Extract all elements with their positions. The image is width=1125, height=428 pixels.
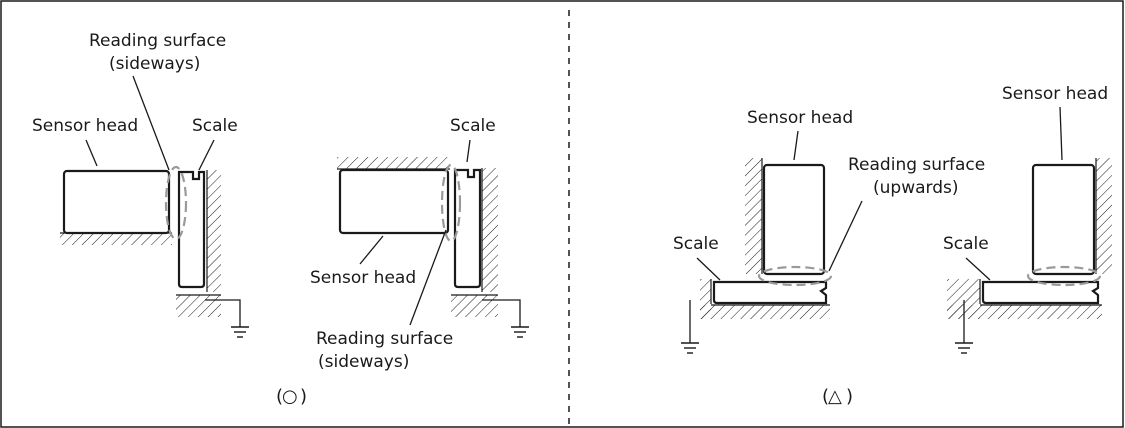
mounting-surface-hatch (745, 158, 762, 274)
diagram-4: Sensor head Scale (943, 84, 1112, 354)
svg-text:): ) (300, 386, 307, 407)
scale-body (453, 168, 482, 289)
ground-icon (511, 326, 529, 338)
reading-surface-label: Reading surface (848, 155, 985, 175)
sensor-head-label: Sensor head (1002, 84, 1108, 104)
svg-text:): ) (846, 386, 853, 407)
diagram-1: Reading surface (sideways) Sensor head S… (32, 31, 249, 338)
mounting-surface-hatch (700, 305, 830, 319)
ground-icon (681, 342, 699, 354)
sensor-head-body (762, 163, 826, 276)
ground-icon (231, 326, 249, 338)
sensor-head-body (62, 169, 171, 235)
circle-symbol: ○ (282, 386, 298, 407)
reading-surface-ellipse (440, 163, 462, 243)
diagram-3: Sensor head Reading surface (upwards) Sc… (673, 108, 985, 354)
sensor-head-body (338, 168, 450, 235)
scale-body (177, 170, 206, 289)
sensor-head-body (1031, 163, 1096, 276)
scale-body (712, 280, 828, 305)
mounting-surface-hatch (60, 233, 172, 245)
scale-label: Scale (450, 116, 496, 136)
mounting-surface-hatch (1096, 158, 1112, 274)
mounting-surface-hatch (451, 295, 498, 317)
mounting-surface-hatch (700, 279, 711, 319)
scale-label: Scale (943, 234, 989, 254)
mounting-surface-hatch (947, 305, 1102, 319)
scale-body (981, 280, 1100, 305)
reading-surface-ellipse (1026, 265, 1102, 287)
ground-wire (482, 299, 521, 327)
ground-wire (205, 299, 241, 327)
mounting-surface-hatch (207, 170, 221, 292)
caption-triangle: ( △ ) (822, 386, 853, 407)
reading-surface-label-sub: (sideways) (109, 54, 200, 74)
reading-surface-ellipse (757, 265, 833, 287)
mounting-surface-hatch (482, 168, 498, 292)
svg-text:(: ( (822, 386, 829, 407)
sensor-head-label: Sensor head (32, 116, 138, 136)
reading-surface-label-sub: (sideways) (318, 352, 409, 372)
reading-surface-label: Reading surface (316, 329, 453, 349)
scale-label: Scale (192, 116, 238, 136)
mounting-surface-hatch (337, 157, 450, 169)
mounting-surface-hatch (176, 295, 221, 317)
reading-surface-label-sub: (upwards) (873, 178, 959, 198)
diagram-2: Scale Sensor head Reading surface (sidew… (310, 116, 529, 372)
reading-surface-ellipse (164, 165, 188, 241)
scale-label: Scale (673, 234, 719, 254)
ground-icon (955, 342, 973, 354)
sensor-head-label: Sensor head (747, 108, 853, 128)
caption-circle: ( ○ ) (276, 386, 307, 407)
sensor-head-label: Sensor head (310, 268, 416, 288)
reading-surface-label: Reading surface (89, 31, 226, 51)
triangle-symbol: △ (828, 386, 842, 407)
svg-text:(: ( (276, 386, 283, 407)
